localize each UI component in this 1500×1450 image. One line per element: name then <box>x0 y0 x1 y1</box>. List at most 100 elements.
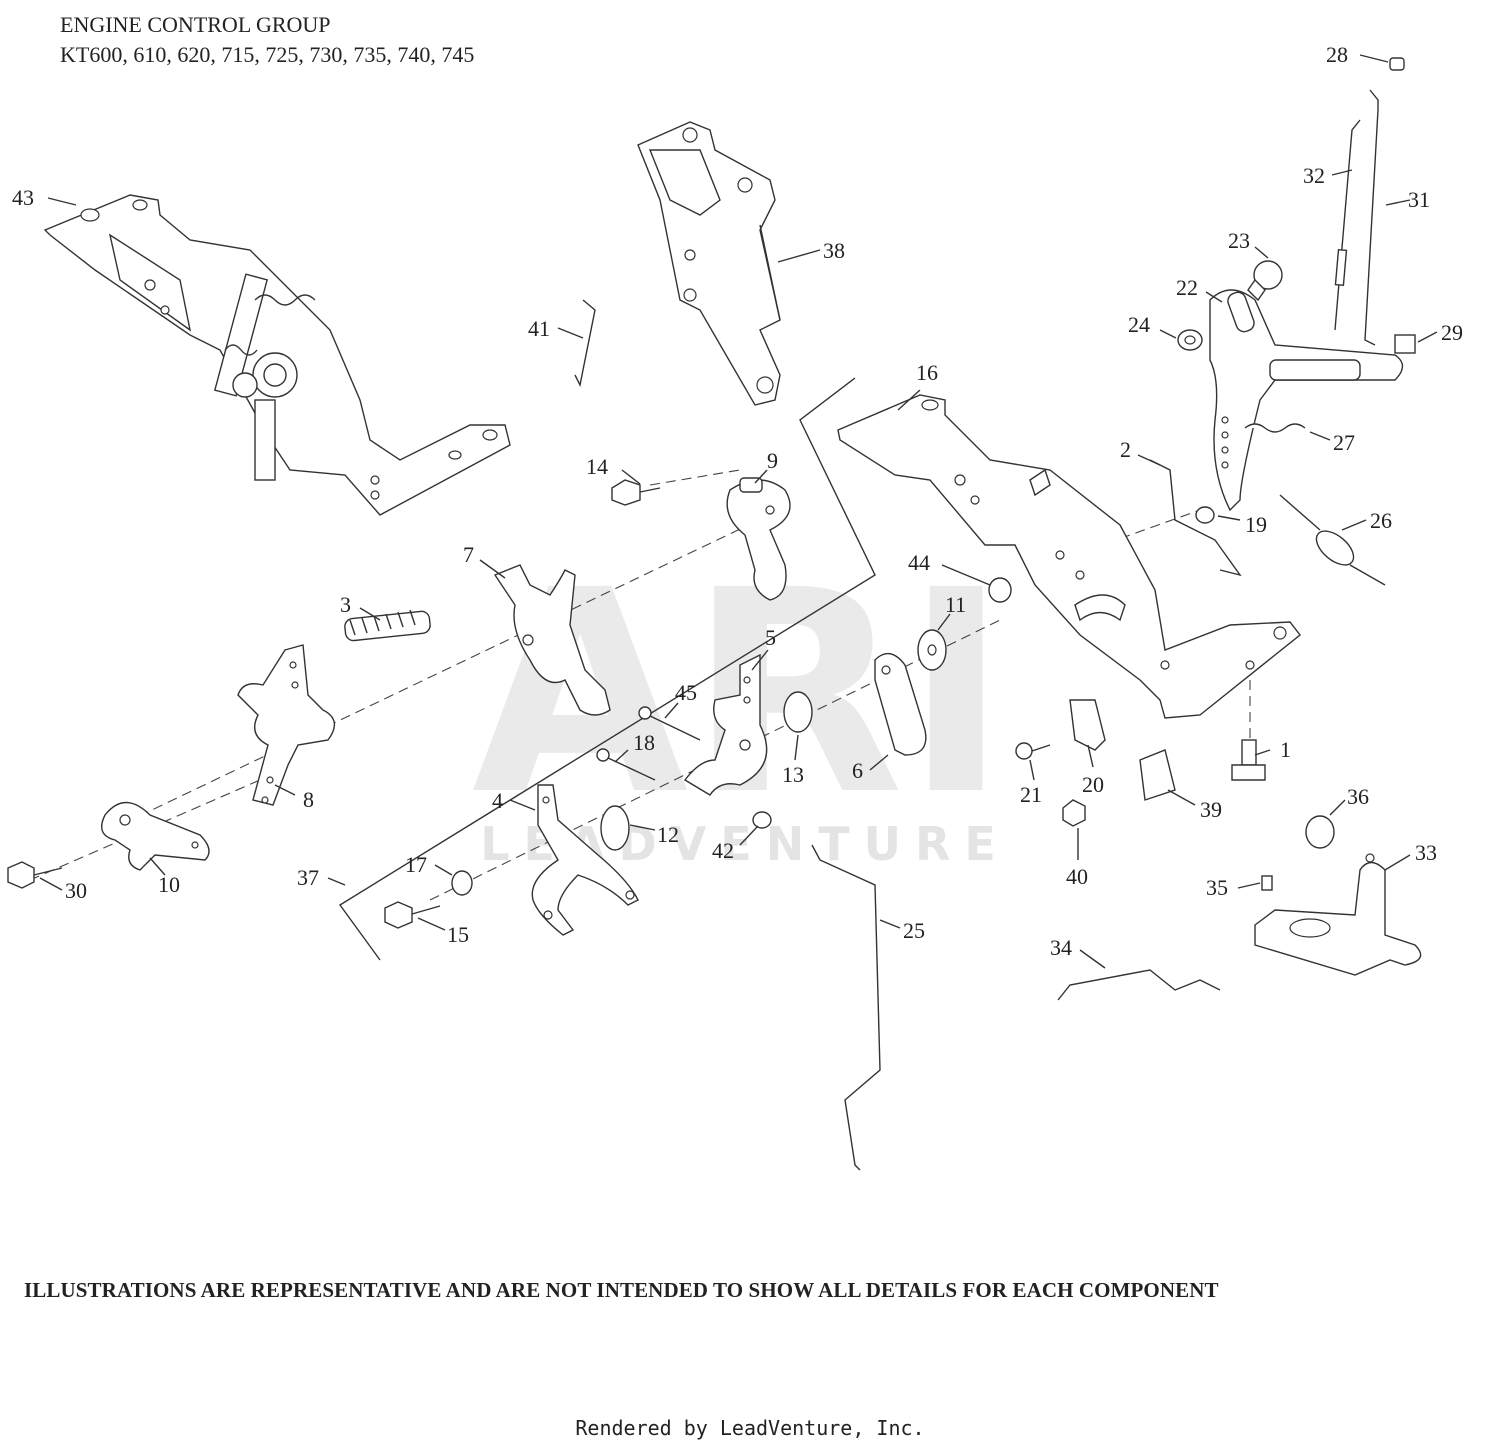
callout-34: 34 <box>1050 935 1072 960</box>
callout-32: 32 <box>1303 163 1325 188</box>
callout-36: 36 <box>1347 784 1369 809</box>
leader-lines <box>39 54 1438 969</box>
callout-5: 5 <box>765 625 776 650</box>
footer-credit: Rendered by LeadVenture, Inc. <box>575 1416 925 1440</box>
part-41-clip <box>574 299 596 388</box>
part-24-nut <box>1177 329 1203 351</box>
callout-38: 38 <box>823 238 845 263</box>
callout-labels: 1 2 3 4 5 6 7 8 9 10 11 12 13 14 15 16 1… <box>12 42 1463 960</box>
callout-12: 12 <box>657 822 679 847</box>
part-10-plate <box>101 801 210 871</box>
disclaimer-note: ILLUSTRATIONS ARE REPRESENTATIVE AND ARE… <box>24 1278 1219 1302</box>
part-17-washer <box>451 870 473 896</box>
callout-26: 26 <box>1370 508 1392 533</box>
callout-40: 40 <box>1066 864 1088 889</box>
part-27-spring <box>1244 423 1306 433</box>
part-11-washer <box>917 629 947 671</box>
part-45-pin <box>638 706 701 741</box>
part-39-clip <box>1139 749 1176 801</box>
callout-19: 19 <box>1245 512 1267 537</box>
callout-31: 31 <box>1408 187 1430 212</box>
part-33-bracket <box>1254 853 1422 976</box>
part-38-mounting-plate <box>637 121 781 406</box>
part-7-lever <box>493 564 611 716</box>
part-5-lever <box>683 653 768 796</box>
callout-39: 39 <box>1200 797 1222 822</box>
part-20-clip <box>1069 699 1106 751</box>
part-4-lever <box>531 784 639 936</box>
callout-30: 30 <box>65 878 87 903</box>
callout-37: 37 <box>297 865 319 890</box>
callout-42: 42 <box>712 838 734 863</box>
part-23-knob <box>1247 260 1283 302</box>
callout-25: 25 <box>903 918 925 943</box>
callout-35: 35 <box>1206 875 1228 900</box>
assembly-axis-left <box>29 779 261 881</box>
part-18-pin <box>596 748 656 781</box>
callout-4: 4 <box>492 788 503 813</box>
diagram-title: ENGINE CONTROL GROUP <box>60 12 331 37</box>
callout-17: 17 <box>405 852 427 877</box>
model-list: KT600, 610, 620, 715, 725, 730, 735, 740… <box>60 42 475 67</box>
part-32-spring-rod <box>1334 119 1361 331</box>
callout-2: 2 <box>1120 437 1131 462</box>
part-8-lever <box>237 644 336 806</box>
part-9-cam <box>726 477 791 601</box>
callout-14: 14 <box>586 454 608 479</box>
part-1-bolt <box>1231 739 1266 781</box>
callout-21: 21 <box>1020 782 1042 807</box>
part-13-washer <box>783 691 813 733</box>
part-29-clip <box>1394 334 1416 354</box>
part-28-screw <box>1389 57 1405 71</box>
callout-27: 27 <box>1333 430 1355 455</box>
part-6-lever <box>874 652 927 756</box>
callout-29: 29 <box>1441 320 1463 345</box>
callout-44: 44 <box>908 550 930 575</box>
callout-6: 6 <box>852 758 863 783</box>
part-21-screw <box>1015 742 1051 760</box>
callout-9: 9 <box>767 448 778 473</box>
callout-8: 8 <box>303 787 314 812</box>
callout-15: 15 <box>447 922 469 947</box>
part-3-spring <box>344 609 431 642</box>
part-19-nut <box>1195 506 1215 524</box>
callout-18: 18 <box>633 730 655 755</box>
part-12-washer <box>600 805 630 851</box>
callout-33: 33 <box>1415 840 1437 865</box>
part-14-bolt <box>611 479 661 506</box>
callout-3: 3 <box>340 592 351 617</box>
part-25-rod <box>811 844 881 1171</box>
callout-22: 22 <box>1176 275 1198 300</box>
callout-20: 20 <box>1082 772 1104 797</box>
callout-28: 28 <box>1326 42 1348 67</box>
assembly-axis-upper <box>109 509 781 831</box>
callout-11: 11 <box>945 592 966 617</box>
part-43-bracket-assembly <box>43 194 511 516</box>
part-26-spring <box>1279 494 1386 586</box>
part-30-bolt <box>7 861 63 889</box>
part-31-rod <box>1364 89 1379 346</box>
part-35-screw <box>1261 875 1273 891</box>
callout-7: 7 <box>463 542 474 567</box>
part-44-bushing <box>988 577 1012 603</box>
part-34-rod <box>1057 969 1221 1001</box>
callout-10: 10 <box>158 872 180 897</box>
boundary-37 <box>338 377 876 961</box>
callout-1: 1 <box>1280 737 1291 762</box>
callout-43: 43 <box>12 185 34 210</box>
callout-45: 45 <box>675 680 697 705</box>
part-16-control-bracket <box>837 394 1301 719</box>
assembly-axis-bolt14 <box>649 469 741 486</box>
part-36-nut <box>1305 815 1335 849</box>
callout-24: 24 <box>1128 312 1150 337</box>
part-40-bolt <box>1062 799 1086 827</box>
part-15-bolt <box>384 901 441 929</box>
part-2-wire <box>1149 459 1242 577</box>
callout-23: 23 <box>1228 228 1250 253</box>
part-42-nut <box>752 811 772 829</box>
callout-13: 13 <box>782 762 804 787</box>
part-22-throttle-lever <box>1209 289 1404 512</box>
callout-41: 41 <box>528 316 550 341</box>
